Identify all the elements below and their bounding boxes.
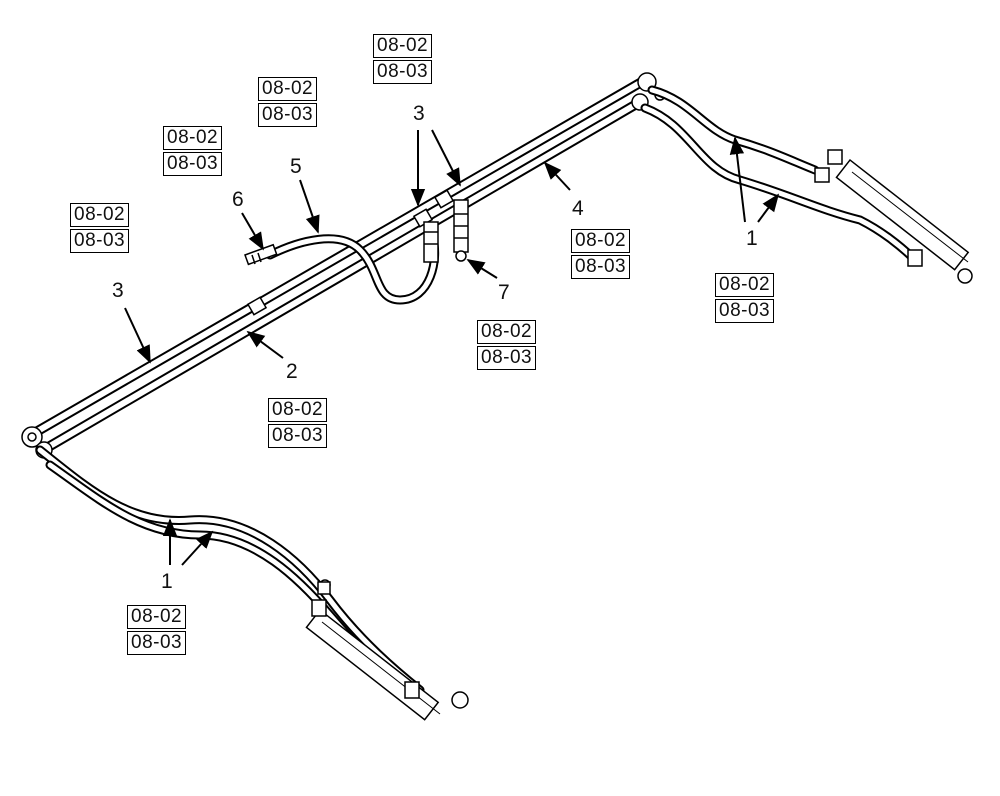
ref-code[interactable]: 08-02 <box>373 34 433 58</box>
ref-box-tube-3: 08-02 08-03 <box>70 203 130 253</box>
tube-coupler-right <box>433 189 455 209</box>
ref-code[interactable]: 08-03 <box>268 424 328 448</box>
part-number-7: 7 <box>498 281 510 304</box>
part-number-4: 4 <box>572 197 584 220</box>
hose-end-fitting <box>423 221 439 263</box>
ref-code[interactable]: 08-03 <box>715 299 775 323</box>
ref-code[interactable]: 08-02 <box>127 605 187 629</box>
quick-coupler-6 <box>244 243 278 266</box>
ref-code[interactable]: 08-02 <box>258 77 318 101</box>
ref-box-top: 08-02 08-03 <box>373 34 433 84</box>
ref-code[interactable]: 08-02 <box>477 320 537 344</box>
ref-box-coupler-7: 08-02 08-03 <box>477 320 537 370</box>
part-number-2: 2 <box>286 360 298 383</box>
part-number-1-right: 1 <box>746 227 758 250</box>
ref-box-hose-5: 08-02 08-03 <box>258 77 318 127</box>
leader-4 <box>543 161 571 191</box>
tube-coupler-left <box>246 296 268 316</box>
leader-1-right-b <box>757 193 780 223</box>
ref-code[interactable]: 08-02 <box>268 398 328 422</box>
part-number-1-left: 1 <box>161 570 173 593</box>
hydraulic-cylinder-left <box>305 579 469 721</box>
hose-pair-right <box>640 85 920 265</box>
leader-3-top-b <box>431 129 461 187</box>
ref-code[interactable]: 08-03 <box>258 103 318 127</box>
steel-tube-assembly <box>31 75 650 451</box>
ref-code[interactable]: 08-02 <box>571 229 631 253</box>
ref-code[interactable]: 08-03 <box>163 152 223 176</box>
ref-code[interactable]: 08-03 <box>373 60 433 84</box>
leader-7 <box>466 259 498 279</box>
ref-box-hose-1-right: 08-02 08-03 <box>715 273 775 323</box>
ref-code[interactable]: 08-03 <box>127 631 187 655</box>
ref-code[interactable]: 08-02 <box>163 126 223 150</box>
ref-box-coupler-6: 08-02 08-03 <box>163 126 223 176</box>
leader-3-left <box>124 307 151 364</box>
ref-code[interactable]: 08-03 <box>571 255 631 279</box>
leader-lines <box>124 129 780 566</box>
leader-6 <box>241 212 264 251</box>
ref-code[interactable]: 08-02 <box>715 273 775 297</box>
leader-1-left-b <box>181 530 214 566</box>
ref-box-hose-1-left: 08-02 08-03 <box>127 605 187 655</box>
hydraulic-cylinder-right <box>814 149 973 284</box>
leader-2 <box>246 330 284 359</box>
hose-assembly-5 <box>265 230 440 305</box>
quick-coupler-7 <box>453 199 469 262</box>
part-number-6: 6 <box>232 188 244 211</box>
part-number-5: 5 <box>290 155 302 178</box>
leader-1-right-a <box>729 136 746 223</box>
ref-code[interactable]: 08-03 <box>477 346 537 370</box>
ref-code[interactable]: 08-02 <box>70 203 130 227</box>
ref-box-tube-2: 08-02 08-03 <box>268 398 328 448</box>
part-number-3-left: 3 <box>112 279 124 302</box>
ref-box-tube-4: 08-02 08-03 <box>571 229 631 279</box>
leader-5 <box>299 179 320 234</box>
part-number-3-top: 3 <box>413 102 425 125</box>
ref-code[interactable]: 08-03 <box>70 229 130 253</box>
